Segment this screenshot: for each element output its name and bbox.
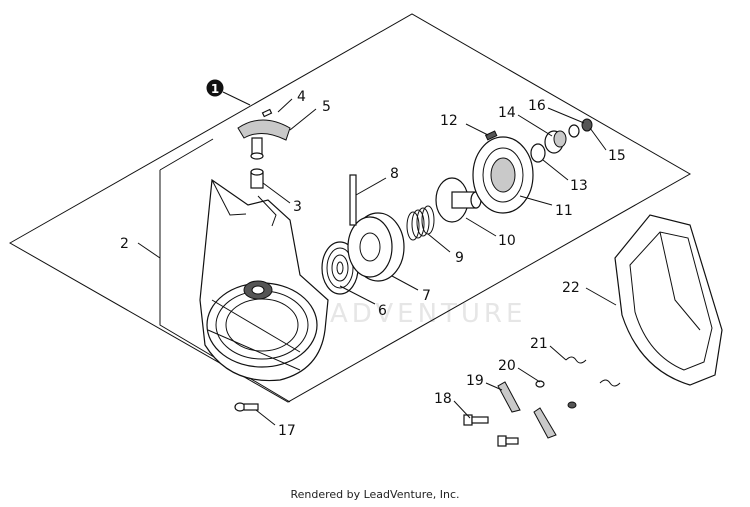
starter-housing-part (199, 178, 329, 382)
pulley-reel-part (347, 212, 405, 282)
callout-15: 15 (608, 148, 626, 164)
leader-6 (339, 285, 376, 305)
leader-22 (585, 287, 617, 306)
leader-10 (465, 217, 497, 237)
coil-spring-part (406, 205, 435, 241)
housing-screw-part (234, 402, 259, 412)
spring-b-part (599, 379, 621, 387)
leader-4 (277, 98, 293, 113)
callout-3: 3 (293, 199, 302, 215)
callout-20: 20 (498, 358, 516, 374)
leader-11 (519, 195, 553, 206)
leader-20 (517, 367, 541, 383)
clip-washer-b-part (567, 401, 577, 409)
callout-2: 2 (120, 236, 129, 252)
callout-16: 16 (528, 98, 546, 114)
screw-part (484, 130, 498, 141)
leader-8 (355, 177, 387, 196)
callout-13: 13 (570, 178, 588, 194)
leader-12 (465, 123, 489, 136)
callout-6: 6 (378, 303, 387, 319)
leader-9 (427, 233, 451, 253)
leader-18 (453, 400, 471, 419)
leader-5 (289, 108, 317, 131)
small-washer-part (568, 124, 580, 138)
pawl-b-part (533, 407, 557, 439)
assembly-frame (8, 13, 692, 403)
assembly-marker (206, 79, 224, 97)
leader-21 (549, 345, 567, 361)
bolt-b-part (497, 435, 519, 447)
callout-12: 12 (440, 113, 458, 129)
callout-5: 5 (322, 99, 331, 115)
callout-9: 9 (455, 250, 464, 266)
callout-8: 8 (390, 166, 399, 182)
assembly-marker-leader (222, 91, 251, 106)
bushing-part (250, 168, 264, 189)
callout-7: 7 (422, 288, 431, 304)
callout-4: 4 (297, 89, 306, 105)
leader-2 (137, 242, 161, 259)
callout-22: 22 (562, 280, 580, 296)
bolt-a-part (463, 414, 489, 426)
fan-cover-part (614, 214, 723, 386)
pin-part (261, 108, 273, 118)
leader-15 (589, 127, 607, 151)
spring-a-part (565, 356, 587, 364)
leader-7 (391, 275, 419, 291)
leader-19 (485, 382, 503, 391)
leader-3 (262, 182, 291, 204)
washer-part (530, 143, 546, 163)
footer-credit: Rendered by LeadVenture, Inc. (290, 488, 460, 501)
flange-cover-part (472, 136, 534, 214)
clip-washer-part (535, 380, 545, 388)
bushing-sleeve-part (544, 130, 567, 154)
callout-17: 17 (278, 423, 296, 439)
rope-part (349, 174, 357, 226)
assembly-marker-number: 1 (211, 82, 219, 96)
leader-16 (547, 107, 585, 124)
nut-part (581, 118, 593, 132)
leader-17 (255, 409, 276, 426)
pawl-a-part (497, 381, 521, 413)
leader-14 (517, 114, 553, 137)
callout-19: 19 (466, 373, 484, 389)
callout-18: 18 (434, 391, 452, 407)
leader-13 (542, 159, 569, 181)
callout-11: 11 (555, 203, 573, 219)
callout-14: 14 (498, 105, 516, 121)
housing-frame-top (159, 138, 214, 171)
starter-handle-part (237, 119, 291, 160)
callout-10: 10 (498, 233, 516, 249)
callout-21: 21 (530, 336, 548, 352)
